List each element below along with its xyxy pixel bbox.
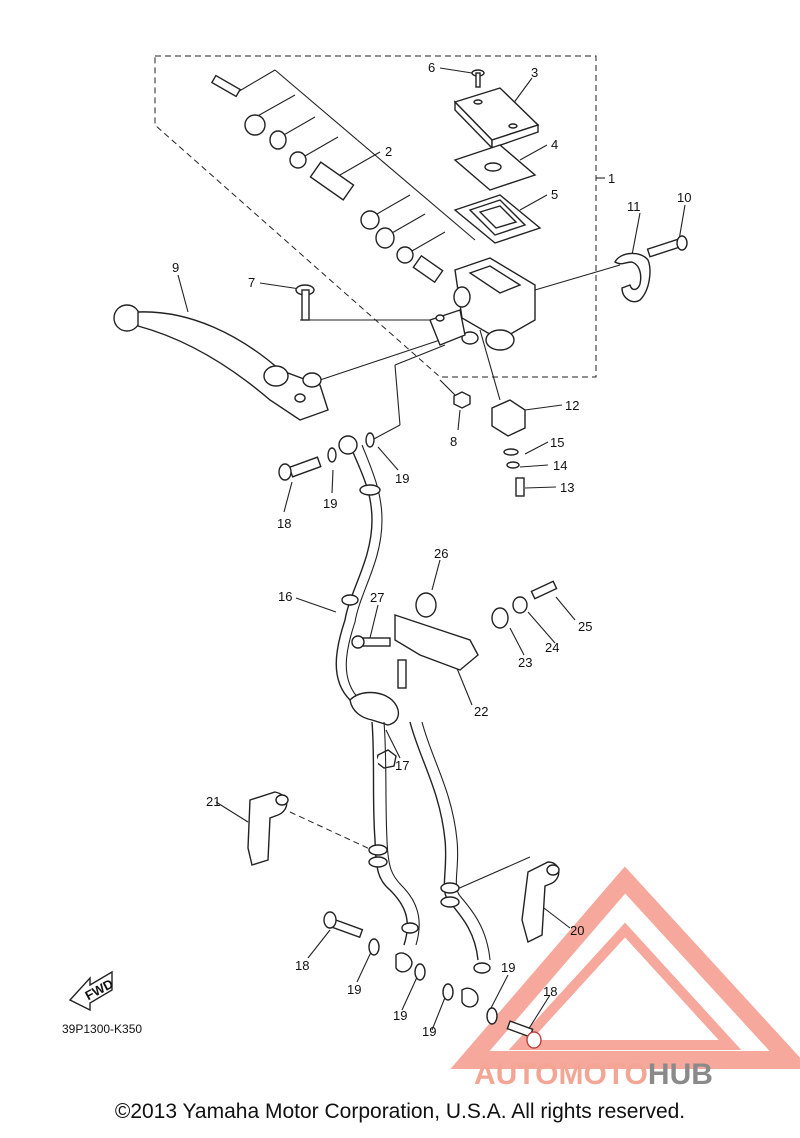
- callout-8: 8: [450, 434, 457, 449]
- explode-lines: [235, 69, 621, 891]
- hose-holder-21: [247, 791, 289, 866]
- callout-18a: 18: [277, 516, 291, 531]
- callout-19b: 19: [395, 471, 409, 486]
- hose-holder-20: [521, 861, 560, 944]
- callout-19c: 19: [347, 982, 361, 997]
- reservoir-plate: [453, 144, 537, 191]
- callout-3: 3: [531, 65, 538, 80]
- brake-switch: [491, 399, 526, 497]
- callout-19f: 19: [501, 960, 515, 975]
- callout-5: 5: [551, 187, 558, 202]
- callout-2: 2: [385, 144, 392, 159]
- brake-lever: [113, 304, 329, 421]
- callout-26: 26: [434, 546, 448, 561]
- copyright-text: ©2013 Yamaha Motor Corporation, U.S.A. A…: [114, 1100, 686, 1123]
- callout-18c: 18: [543, 984, 557, 999]
- fwd-arrow: FWD: [68, 970, 116, 1012]
- banjo-bolt-top: [278, 456, 322, 481]
- master-cylinder-body: [429, 257, 536, 351]
- callout-labels: 1 2 3 4 5 6 7 8 9 10 11 12 13 14 15 16 1…: [172, 60, 691, 1039]
- callout-24: 24: [545, 640, 559, 655]
- washers-top: [327, 432, 375, 463]
- watermark-logo: [450, 866, 800, 1069]
- callout-6: 6: [428, 60, 435, 75]
- callout-16: 16: [278, 589, 292, 604]
- pivot-bolt: [295, 284, 315, 321]
- hose-bracket: [351, 580, 558, 689]
- callout-19d: 19: [393, 1008, 407, 1023]
- callout-27: 27: [370, 590, 384, 605]
- reservoir-cap: [453, 87, 540, 150]
- callout-17: 17: [395, 758, 409, 773]
- callout-10: 10: [677, 190, 691, 205]
- callout-13: 13: [560, 480, 574, 495]
- watermark-part2: HUB: [647, 1058, 713, 1091]
- lower-brake-hose-left: [368, 721, 420, 973]
- assembly-boundary: [154, 55, 597, 378]
- callout-18b: 18: [295, 958, 309, 973]
- cap-screw: [471, 69, 485, 88]
- callout-4: 4: [551, 137, 558, 152]
- callout-9: 9: [172, 260, 179, 275]
- leader-lines: [177, 67, 686, 1031]
- callout-15: 15: [550, 435, 564, 450]
- callout-22: 22: [474, 704, 488, 719]
- callout-14: 14: [553, 458, 567, 473]
- callout-21: 21: [206, 794, 220, 809]
- piston-kit: [210, 74, 444, 284]
- callout-25: 25: [578, 619, 592, 634]
- part-code: 39P1300-K350: [62, 1022, 142, 1036]
- holder-bolt: [646, 235, 688, 258]
- callout-20: 20: [570, 923, 584, 938]
- callout-1: 1: [608, 171, 615, 186]
- callout-19e: 19: [422, 1024, 436, 1039]
- lower-brake-hose-right: [409, 721, 491, 1008]
- upper-brake-hose: [335, 435, 383, 701]
- callout-11: 11: [627, 199, 641, 214]
- watermark-text: AUTOMOTOHUB: [474, 1058, 713, 1092]
- banjo-bolt-lower-right: [506, 1020, 542, 1049]
- callout-7: 7: [248, 275, 255, 290]
- reservoir-diaphragm: [453, 194, 542, 244]
- banjo-bolt-lower-left: [323, 911, 364, 939]
- callout-23: 23: [518, 655, 532, 670]
- handlebar-holder: [614, 252, 651, 303]
- nut: [453, 391, 471, 409]
- callout-12: 12: [565, 398, 579, 413]
- watermark-part1: AUTOMOTO: [474, 1058, 648, 1091]
- washers-lower: [368, 938, 498, 1025]
- callout-19a: 19: [323, 496, 337, 511]
